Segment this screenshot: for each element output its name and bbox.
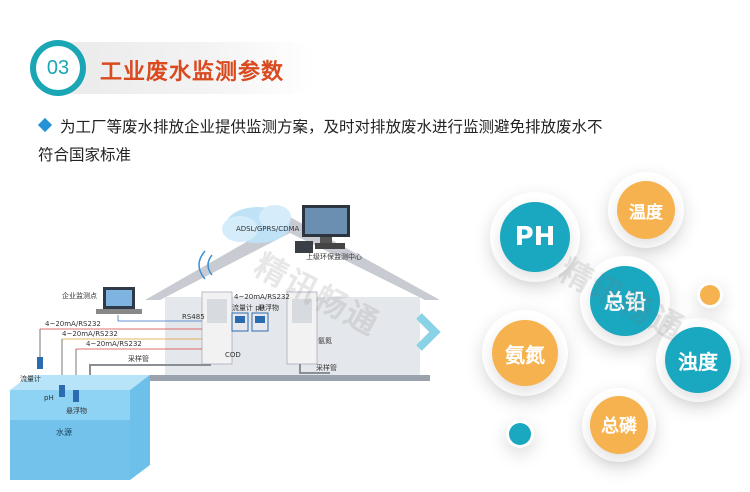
- ss-display-label: 悬浮物: [258, 303, 279, 312]
- monitor-center-label: 上级环保监测中心: [306, 252, 362, 261]
- ss-sensor-icon: [73, 390, 79, 402]
- water-source-label: 水源: [56, 427, 72, 437]
- sampling-pipe-2: [299, 364, 330, 374]
- param-label-ammonia: 氨氮: [505, 342, 545, 367]
- param-label-lead: 总铅: [604, 290, 646, 314]
- cloud-label: ADSL/GPRS/CDMA: [236, 225, 300, 233]
- section-title: 工业废水监测参数: [100, 60, 285, 85]
- cod-label: COD: [225, 351, 241, 359]
- param-label-phosphorus: 总磷: [601, 416, 637, 437]
- flowmeter-label: 流量计: [20, 374, 41, 383]
- rs485-line: [117, 315, 202, 322]
- flowmeter-ph-label: 流量计 pH: [232, 303, 265, 312]
- line-1-label: 4~20mA/RS232: [45, 320, 101, 328]
- enterprise-point-label: 企业监测点: [62, 291, 97, 300]
- signal-icon: [198, 250, 213, 280]
- ss-label: 悬浮物: [66, 406, 87, 415]
- arrow-right-icon: [416, 313, 441, 351]
- rs232-top-label: 4~20mA/RS232: [234, 293, 290, 301]
- param-label-turbidity: 浊度: [678, 349, 718, 374]
- ph-label: pH: [44, 394, 54, 402]
- rs485-label: RS485: [182, 313, 205, 321]
- line-2-label: 4~20mA/RS232: [62, 330, 118, 338]
- param-label-temperature: 温度: [629, 202, 663, 223]
- param-bubble-phosphorus: 总磷: [590, 396, 648, 454]
- sampling-pipe-label-1: 采样管: [128, 354, 149, 363]
- decor-dot-orange-fill: [700, 285, 720, 305]
- section-number: 03: [36, 46, 80, 90]
- param-bubble-ph: PH: [500, 202, 570, 272]
- param-bubble-temperature: 温度: [617, 181, 675, 239]
- decor-dot-teal-fill: [509, 423, 531, 445]
- param-label-ph: PH: [514, 222, 556, 252]
- sampling-pipe-label-2: 采样管: [316, 363, 337, 372]
- param-bubble-turbidity: 浊度: [665, 327, 731, 393]
- line-3-label: 4~20mA/RS232: [86, 340, 142, 348]
- ammonia-label: 氨氮: [318, 336, 332, 345]
- param-bubble-ammonia: 氨氮: [492, 320, 558, 386]
- monitoring-system-diagram: ADSL/GPRS/CDMA 上级环保监测中心 企业监测点 4~20mA/RS2…: [10, 205, 440, 480]
- param-bubble-lead: 总铅: [590, 266, 660, 336]
- house-floor: [120, 375, 430, 381]
- flowmeter-sensor-icon: [37, 357, 43, 369]
- intro-text: 为工厂等废水排放企业提供监测方案，及时对排放废水进行监测避免排放废水不符合国家标…: [38, 118, 603, 164]
- ph-sensor-icon: [59, 385, 65, 397]
- house-roof: [145, 217, 440, 300]
